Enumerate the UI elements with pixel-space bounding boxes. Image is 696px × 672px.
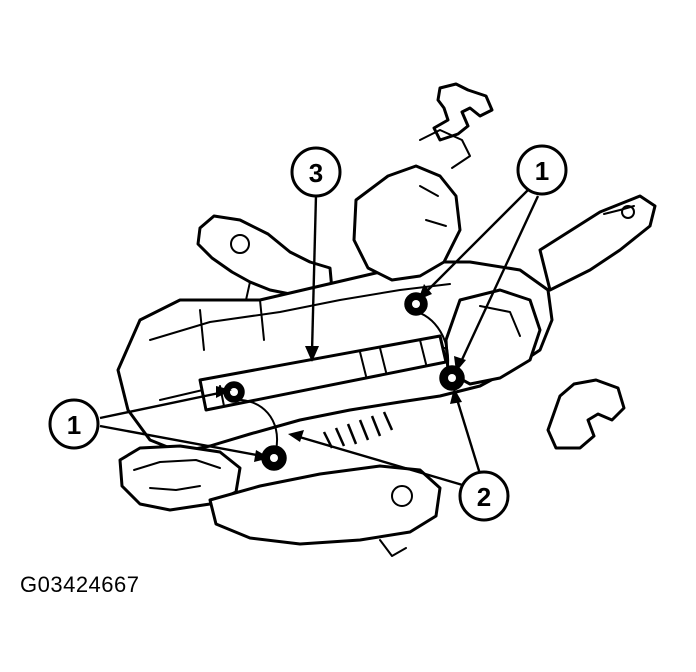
wire-clip: [233, 309, 450, 451]
arrowhead-2-b: [450, 388, 462, 404]
callout-2: 2: [458, 470, 510, 522]
leader-2-b: [454, 395, 482, 475]
callout-1-top: 1: [516, 144, 568, 196]
leader-3: [310, 194, 318, 353]
arrowhead-1-top-a: [418, 284, 432, 300]
arrowhead-1-left-b: [254, 450, 270, 462]
right-bracket-arm: [538, 194, 657, 292]
nut-right: [439, 365, 465, 391]
leader-2-a: [295, 434, 467, 488]
callout-1-left: 1: [48, 398, 100, 450]
column-shaft: [198, 334, 448, 412]
callout-1-left-label: 1: [67, 410, 81, 440]
callout-2-label: 2: [477, 482, 491, 512]
arrowhead-1-left-a: [216, 386, 232, 398]
leader-1-left-a: [99, 390, 225, 420]
upper-bracket-hook: [419, 82, 494, 169]
right-lower-hook: [546, 378, 626, 450]
leader-1-top-b: [458, 195, 540, 365]
leader-1-top-a: [423, 189, 529, 295]
arrowhead-3: [305, 346, 319, 362]
tilt-bracket-plate: [352, 164, 462, 282]
callout-1-top-label: 1: [535, 156, 549, 186]
leader-1-left-b: [99, 424, 263, 458]
figure-id-label: G03424667: [20, 572, 140, 597]
callout-3-label: 3: [309, 158, 323, 188]
leader-lines: [99, 189, 540, 488]
callout-3: 3: [290, 146, 342, 198]
arrowhead-1-top-b: [454, 356, 466, 372]
lower-flange: [208, 464, 442, 557]
lower-ribs: [322, 411, 394, 449]
arrowhead-2-a: [288, 430, 304, 442]
